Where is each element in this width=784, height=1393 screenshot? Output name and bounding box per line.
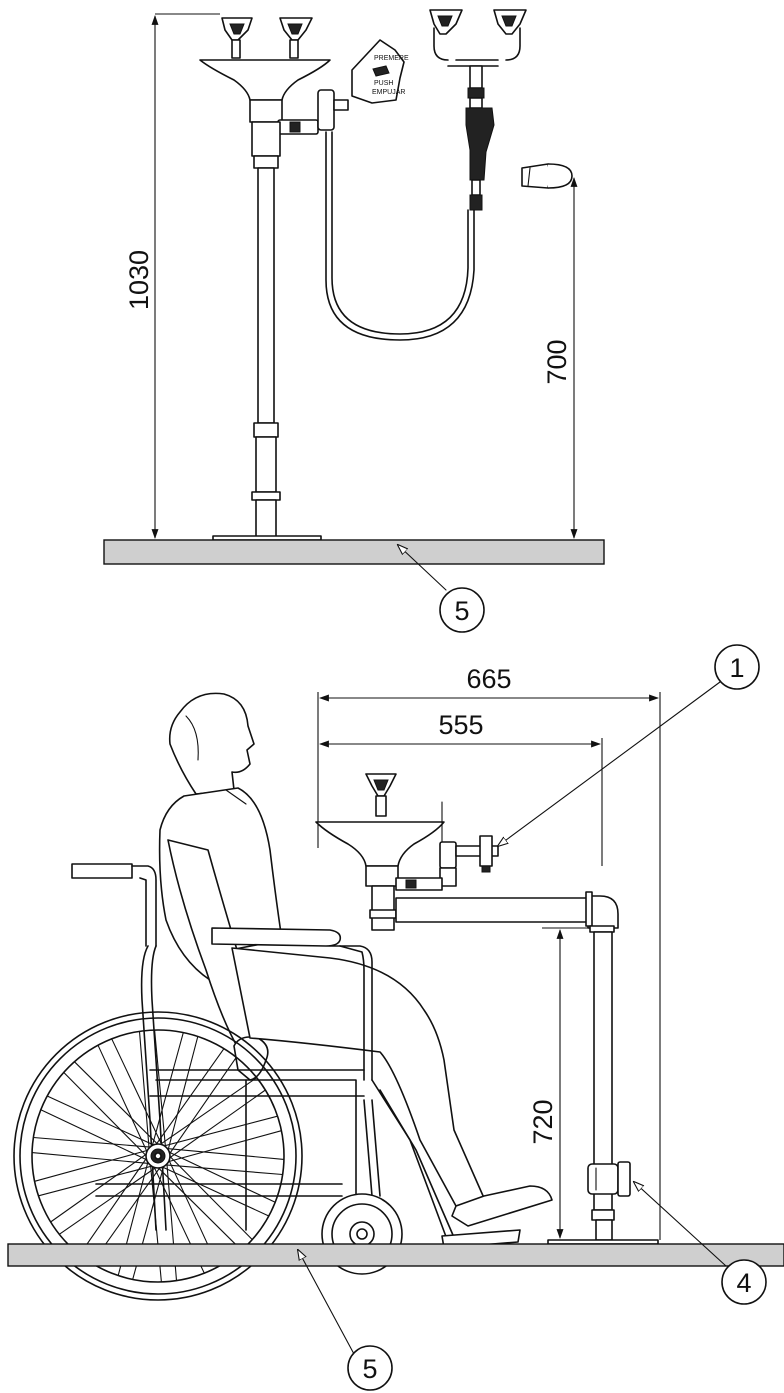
wheel-spoke xyxy=(50,1152,150,1223)
floor-bottom xyxy=(7,1243,784,1267)
wheel-spoke xyxy=(32,1136,154,1148)
callout-1: 1 xyxy=(498,644,760,846)
wheel-spoke xyxy=(167,1056,237,1157)
callout-label-1: 1 xyxy=(729,653,744,683)
person-foot xyxy=(451,1185,553,1227)
callout-4: 4 xyxy=(634,1182,767,1305)
wheel-spoke xyxy=(166,1035,199,1154)
eyewash-head-left xyxy=(221,17,253,59)
wheel-spoke xyxy=(166,1150,276,1203)
spray-holder xyxy=(521,163,573,189)
wheel-spoke xyxy=(73,1061,161,1147)
person-thigh xyxy=(231,947,485,1207)
wheel-spoke xyxy=(154,1029,167,1151)
wheel-spoke xyxy=(63,1071,149,1159)
accessible-eyewash-unit xyxy=(315,773,659,1245)
wheel-spoke xyxy=(37,1164,156,1197)
callout-label-5-bottom: 5 xyxy=(362,1354,377,1384)
dimension-555: 555 xyxy=(319,710,603,866)
wheel-spoke xyxy=(159,1165,270,1217)
callout-5-bottom: 5 xyxy=(298,1250,393,1391)
wheel-spoke xyxy=(162,1164,284,1176)
rear-wheel xyxy=(13,1011,303,1301)
eyewash-head-right xyxy=(279,17,313,59)
floor-top xyxy=(103,539,605,565)
dimension-label-665: 665 xyxy=(466,664,511,694)
dimension-720: 720 xyxy=(528,927,588,1239)
sign-text-3: EMPUJAR xyxy=(372,89,405,96)
wheel-spoke xyxy=(160,1115,279,1148)
wheel-spoke xyxy=(155,1165,243,1251)
dimension-700: 700 xyxy=(542,177,578,539)
wheel-spoke xyxy=(40,1109,150,1162)
dimension-label-555: 555 xyxy=(438,710,483,740)
dimension-1030: 1030 xyxy=(124,13,220,539)
wheel-spoke xyxy=(163,1147,285,1160)
wheel-spoke xyxy=(79,1155,149,1256)
pedestal-eyewash-unit: PREMERE PUSH EMPUJAR xyxy=(199,9,573,541)
wheel-spoke xyxy=(166,1089,266,1160)
bowl-top xyxy=(199,59,331,101)
sign-text-2: PUSH xyxy=(374,80,393,87)
wheel-spoke xyxy=(154,1048,225,1148)
wheel-spoke xyxy=(167,1153,253,1241)
callout-label-5-top: 5 xyxy=(454,596,469,626)
dimension-label-720: 720 xyxy=(528,1099,558,1144)
dimension-label-1030: 1030 xyxy=(124,250,154,310)
wheel-spoke xyxy=(111,1038,164,1148)
push-sign: PREMERE PUSH EMPUJAR xyxy=(351,39,409,104)
callout-5-top: 5 xyxy=(398,545,485,633)
wheel-spoke xyxy=(97,1044,149,1155)
dimension-label-700: 700 xyxy=(542,339,572,384)
wheel-spoke xyxy=(31,1152,153,1165)
hose xyxy=(325,131,475,341)
wheel-spoke xyxy=(58,1165,159,1235)
wheel-spoke xyxy=(165,1130,282,1163)
callout-label-4: 4 xyxy=(736,1268,751,1298)
sign-text-1: PREMERE xyxy=(374,55,409,62)
wheel-spoke xyxy=(46,1095,157,1147)
wheel-spoke xyxy=(157,1077,258,1147)
wheel-spoke xyxy=(151,1032,184,1149)
person-head xyxy=(168,692,255,795)
wheel-spoke xyxy=(138,1030,150,1152)
wheel-spoke xyxy=(34,1149,151,1182)
handheld-spray-unit xyxy=(429,9,527,211)
dimension-665: 665 xyxy=(317,664,661,1240)
